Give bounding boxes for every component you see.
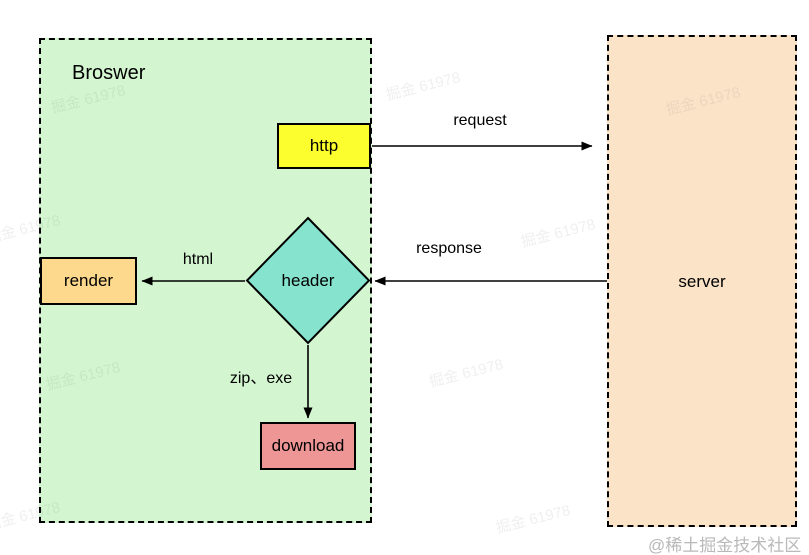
response-edge-label: response (416, 240, 482, 257)
download-node-label: download (271, 436, 345, 455)
html-edge-label: html (182, 251, 214, 268)
zip-exe-edge-label: zip、exe (229, 370, 293, 387)
http-node: http (277, 123, 371, 169)
header-node: header (245, 216, 371, 345)
watermark: 掘金 61978 (494, 502, 573, 537)
watermark: 掘金 61978 (384, 69, 463, 104)
header-diamond-shape (245, 216, 371, 345)
header-node-label: header (281, 270, 335, 290)
render-node-label: render (63, 271, 114, 290)
watermark: 掘金 61978 (427, 356, 506, 391)
request-edge-label: request (453, 112, 507, 129)
server-container-label: server (678, 272, 726, 291)
render-node: render (40, 257, 137, 305)
server-container: server (607, 35, 797, 527)
browser-container-label: Broswer (72, 62, 146, 84)
http-node-label: http (309, 136, 339, 155)
credit-text: @稀土掘金技术社区 (648, 536, 802, 555)
watermark: 掘金 61978 (519, 216, 598, 251)
download-node: download (260, 422, 356, 470)
